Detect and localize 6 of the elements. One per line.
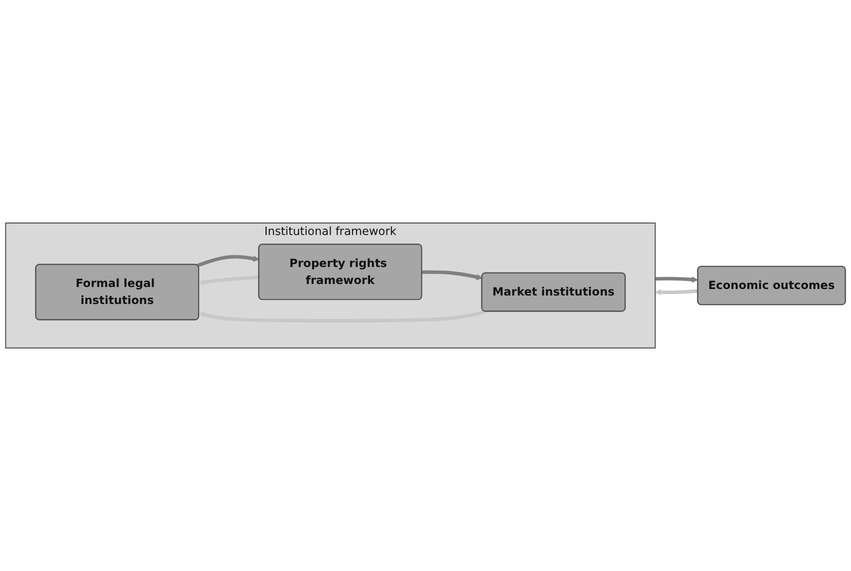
arrow [655,276,698,283]
arrow [422,270,482,280]
arrow [654,289,698,296]
arrow [198,310,486,322]
arrow [196,254,260,268]
arrow [198,276,260,286]
